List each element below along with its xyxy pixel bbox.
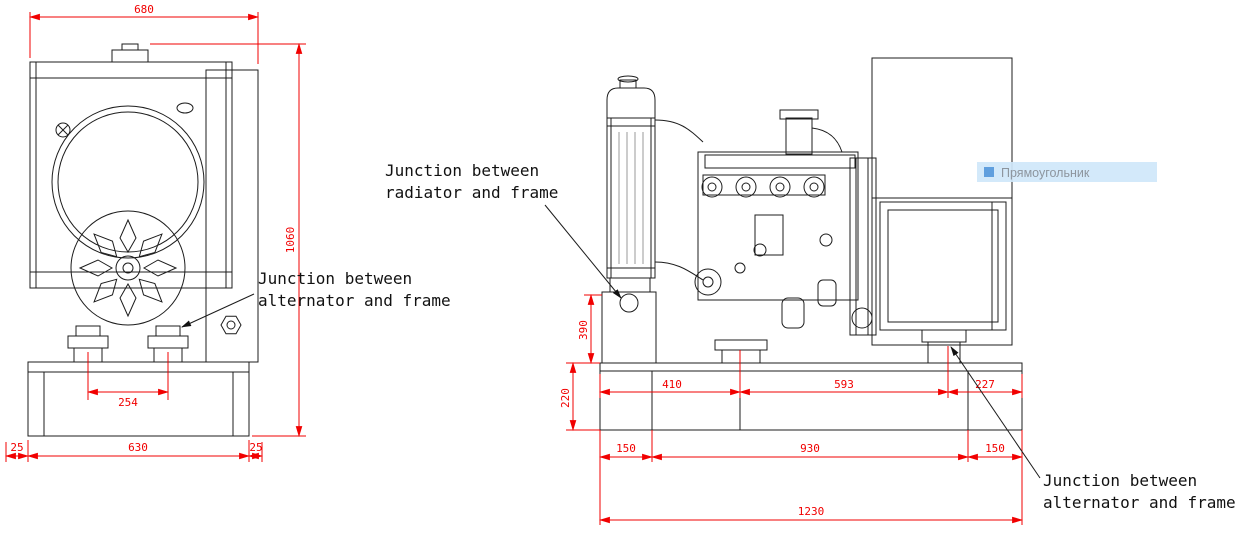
dim-label-254: 254 [118, 396, 138, 409]
dim-side-mount-chain: 410 593 227 [598, 346, 1024, 398]
dim-label-220: 220 [559, 388, 572, 408]
dim-front-overall-height: 1060 [150, 42, 306, 438]
dim-label-410: 410 [662, 378, 682, 391]
alternator-housing-rect [871, 57, 1013, 346]
alternator-side [871, 57, 1013, 364]
radiator-front [29, 43, 233, 289]
dim-label-150-left: 150 [616, 442, 636, 455]
annotation-radiator-frame: Junction between radiator and frame [385, 161, 622, 299]
fan-shroud-circle [51, 105, 205, 259]
engine-block [697, 151, 859, 301]
fuel-filter [817, 279, 837, 307]
front-view [27, 43, 259, 437]
flywheel-housing [849, 157, 877, 336]
injection-pump [754, 214, 784, 256]
hex-bolt [220, 315, 242, 335]
dim-label-25-right: 25 [249, 441, 262, 454]
dim-side-bottom-chain: 150 930 150 [598, 430, 1024, 525]
annotation-text: radiator and frame [385, 183, 558, 202]
dim-side-radiator-mount-height: 390 [566, 293, 602, 365]
dim-label-630: 630 [128, 441, 148, 454]
dim-label-930: 930 [800, 442, 820, 455]
dim-side-frame-height: 220 [559, 361, 600, 432]
side-view-dimensions: 390 220 410 593 227 150 [559, 293, 1024, 525]
front-view-dimensions: 680 1060 254 25 630 25 [4, 3, 306, 462]
callouts: Junction between radiator and frame Junc… [181, 161, 1236, 512]
starter-motor [851, 307, 873, 329]
radiator-cap [111, 49, 149, 63]
dim-front-overall-width: 680 [28, 3, 260, 64]
annotation-text: Junction between [385, 161, 539, 180]
entity-tooltip: Прямоугольник [977, 162, 1157, 182]
annotation-alternator-frame-left: Junction between alternator and frame [181, 269, 451, 328]
mounting-feet-front [67, 325, 189, 363]
dim-side-total-length: 1230 [598, 505, 1024, 524]
exhaust-manifold [702, 174, 826, 196]
dim-front-foot-span: 254 [86, 352, 170, 409]
radiator-side [606, 75, 656, 279]
engine-side [694, 109, 877, 364]
dim-label-680: 680 [134, 3, 154, 16]
crank-pulley [694, 268, 722, 296]
annotation-text: alternator and frame [258, 291, 451, 310]
tooltip-label: Прямоугольник [1001, 166, 1090, 180]
leader-line [544, 204, 622, 299]
annotation-text: Junction between [1043, 471, 1197, 490]
radiator-support [601, 278, 657, 364]
dim-label-593: 593 [834, 378, 854, 391]
annotation-text: alternator and frame [1043, 493, 1236, 512]
tooltip-highlight [977, 162, 1157, 182]
dim-label-390: 390 [577, 320, 590, 340]
annotation-alternator-frame-right: Junction between alternator and frame [950, 346, 1236, 512]
dim-label-150-right: 150 [985, 442, 1005, 455]
annotation-text: Junction between [258, 269, 412, 288]
radiator-frame-junction-point [619, 293, 639, 313]
radiator-cap-side [619, 79, 637, 89]
leader-line [950, 346, 1041, 479]
dim-label-1060: 1060 [284, 227, 297, 254]
dim-label-25-left: 25 [10, 441, 23, 454]
engine-foot [714, 339, 768, 351]
rectangle-entity-icon [984, 167, 994, 177]
air-intake [785, 117, 813, 155]
alternator-front [70, 210, 186, 326]
dim-label-1230: 1230 [798, 505, 825, 518]
radiator-hoses [654, 119, 704, 281]
base-frame-front [27, 361, 250, 437]
side-view [599, 57, 1023, 431]
dim-front-base-row: 25 630 25 [4, 440, 264, 462]
leader-line [181, 293, 255, 328]
alternator-foot [921, 329, 967, 343]
oil-filter [781, 297, 805, 329]
base-frame-side [599, 362, 1023, 431]
dim-label-227: 227 [975, 378, 995, 391]
